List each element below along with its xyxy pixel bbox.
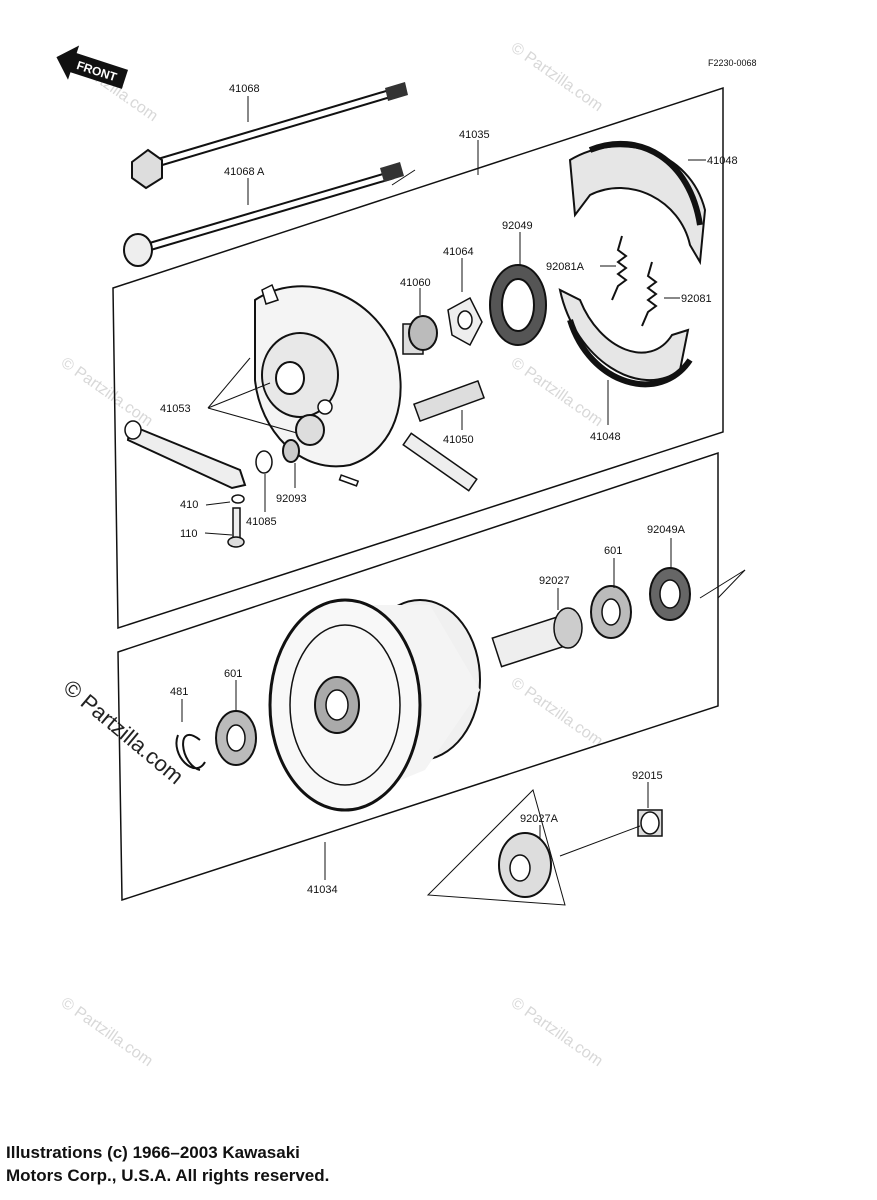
seal-92049a bbox=[649, 567, 691, 621]
bolt-110 bbox=[227, 507, 245, 548]
hub-box bbox=[117, 451, 719, 902]
bearing-601-left bbox=[215, 710, 257, 766]
label-481: 481 bbox=[170, 686, 188, 698]
label-41050: 41050 bbox=[443, 434, 474, 446]
camshaft-41050 bbox=[402, 379, 485, 492]
label-92015: 92015 bbox=[632, 770, 663, 782]
spring-92081a bbox=[611, 235, 628, 301]
label-92093: 92093 bbox=[276, 493, 307, 505]
label-41060: 41060 bbox=[400, 277, 431, 289]
watermark-large: © Partzilla.com bbox=[59, 675, 189, 789]
label-41053: 41053 bbox=[160, 403, 191, 415]
label-92049: 92049 bbox=[502, 220, 533, 232]
label-601-right: 601 bbox=[604, 545, 622, 557]
axle-41068a bbox=[123, 162, 416, 267]
figure-code: F2230-0068 bbox=[708, 58, 757, 68]
copyright-notice: Illustrations (c) 1966–2003 Kawasaki Mot… bbox=[6, 1141, 329, 1187]
spring-92081 bbox=[641, 261, 658, 327]
label-92027: 92027 bbox=[539, 575, 570, 587]
label-601-left: 601 bbox=[224, 668, 242, 680]
label-41035: 41035 bbox=[459, 129, 490, 141]
circlip-481 bbox=[175, 733, 206, 771]
label-41048-bottom: 41048 bbox=[590, 431, 621, 443]
brake-lever bbox=[124, 420, 247, 490]
label-41068a: 41068 A bbox=[224, 166, 265, 178]
brake-shoe-lower bbox=[558, 288, 693, 388]
label-41048-top: 41048 bbox=[707, 155, 738, 167]
brake-panel bbox=[254, 283, 402, 468]
seal-92049 bbox=[489, 264, 547, 346]
washer-41085 bbox=[255, 450, 273, 474]
brake-panel-box bbox=[112, 86, 724, 630]
label-92027a: 92027A bbox=[520, 813, 559, 825]
collar-92027 bbox=[491, 607, 583, 668]
axle-41068 bbox=[131, 82, 408, 190]
collar-92015 bbox=[637, 809, 663, 837]
brake-shoe-upper bbox=[568, 140, 707, 266]
label-110: 110 bbox=[180, 528, 198, 540]
copyright-line-1: Illustrations (c) 1966–2003 Kawasaki bbox=[6, 1143, 300, 1162]
leader-lines bbox=[181, 96, 746, 880]
label-41034: 41034 bbox=[307, 884, 338, 896]
wheel-hub-41034 bbox=[268, 598, 481, 812]
pin bbox=[338, 474, 360, 487]
washer-410 bbox=[231, 494, 245, 504]
collar-92027a bbox=[498, 832, 552, 898]
gear-41060 bbox=[402, 315, 438, 355]
watermark-3: © Partzilla.com bbox=[508, 354, 606, 430]
label-92081a: 92081A bbox=[546, 261, 585, 273]
seal-92093 bbox=[282, 439, 300, 463]
copyright-line-2: Motors Corp., U.S.A. All rights reserved… bbox=[6, 1166, 330, 1185]
bearing-601-right bbox=[590, 585, 632, 639]
label-41064: 41064 bbox=[443, 246, 474, 258]
label-410: 410 bbox=[180, 499, 198, 511]
watermark-4: © Partzilla.com bbox=[508, 674, 606, 750]
watermark-2: © Partzilla.com bbox=[58, 354, 156, 430]
label-41085: 41085 bbox=[246, 516, 277, 528]
watermark-6: © Partzilla.com bbox=[508, 994, 606, 1070]
label-92081: 92081 bbox=[681, 293, 712, 305]
collar-92027a-box bbox=[426, 789, 566, 906]
watermark-1: © Partzilla.com bbox=[508, 39, 606, 115]
label-41068: 41068 bbox=[229, 83, 260, 95]
watermark-5: © Partzilla.com bbox=[58, 994, 156, 1070]
label-92049a: 92049A bbox=[647, 524, 686, 536]
